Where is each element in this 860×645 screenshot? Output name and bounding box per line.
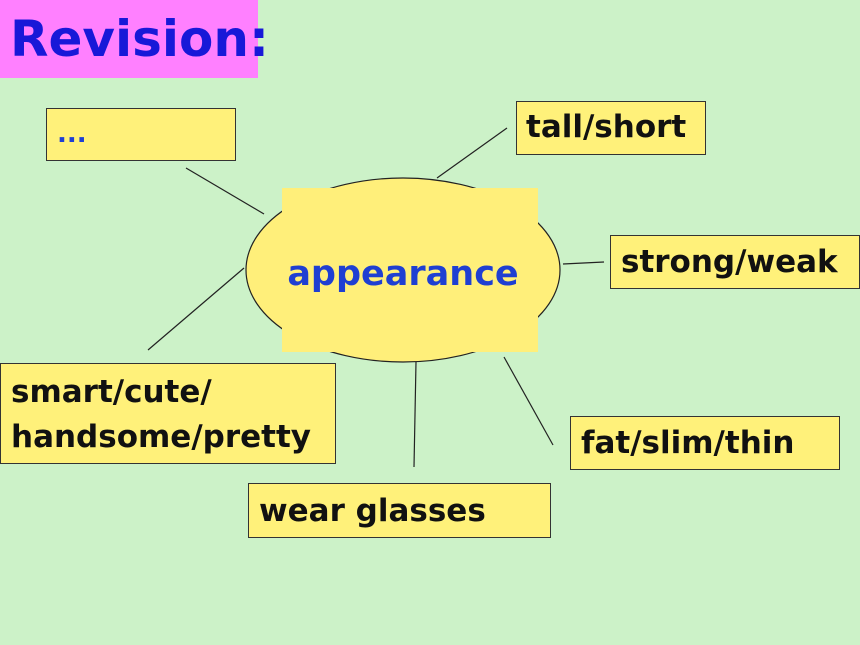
node-smart-cute-line1: smart/cute/ <box>11 374 212 410</box>
node-tall-short-label: tall/short <box>526 109 687 145</box>
node-more-label: ... <box>57 119 87 149</box>
node-strong-weak-label: strong/weak <box>621 244 838 280</box>
connector-strong-weak <box>562 261 605 265</box>
node-smart-cute-line2: handsome/pretty <box>11 419 311 455</box>
node-wear-glasses: wear glasses <box>248 483 551 538</box>
center-node-fill <box>282 188 538 352</box>
node-fat-slim-thin-label: fat/slim/thin <box>581 425 795 461</box>
node-fat-slim-thin: fat/slim/thin <box>570 416 840 470</box>
node-wear-glasses-label: wear glasses <box>259 493 486 529</box>
connector-dots <box>185 167 265 215</box>
node-smart-cute: smart/cute/ handsome/pretty <box>0 363 336 464</box>
node-tall-short: tall/short <box>516 101 706 155</box>
connector-smart <box>147 267 245 351</box>
connector-fat-slim-thin <box>503 356 554 446</box>
node-strong-weak: strong/weak <box>610 235 860 289</box>
connector-tall-short <box>436 127 508 179</box>
center-node-label: appearance <box>287 254 519 294</box>
page-title: Revision: <box>0 0 269 78</box>
connector-wear-glasses <box>413 361 417 468</box>
node-more: ... <box>46 108 236 161</box>
